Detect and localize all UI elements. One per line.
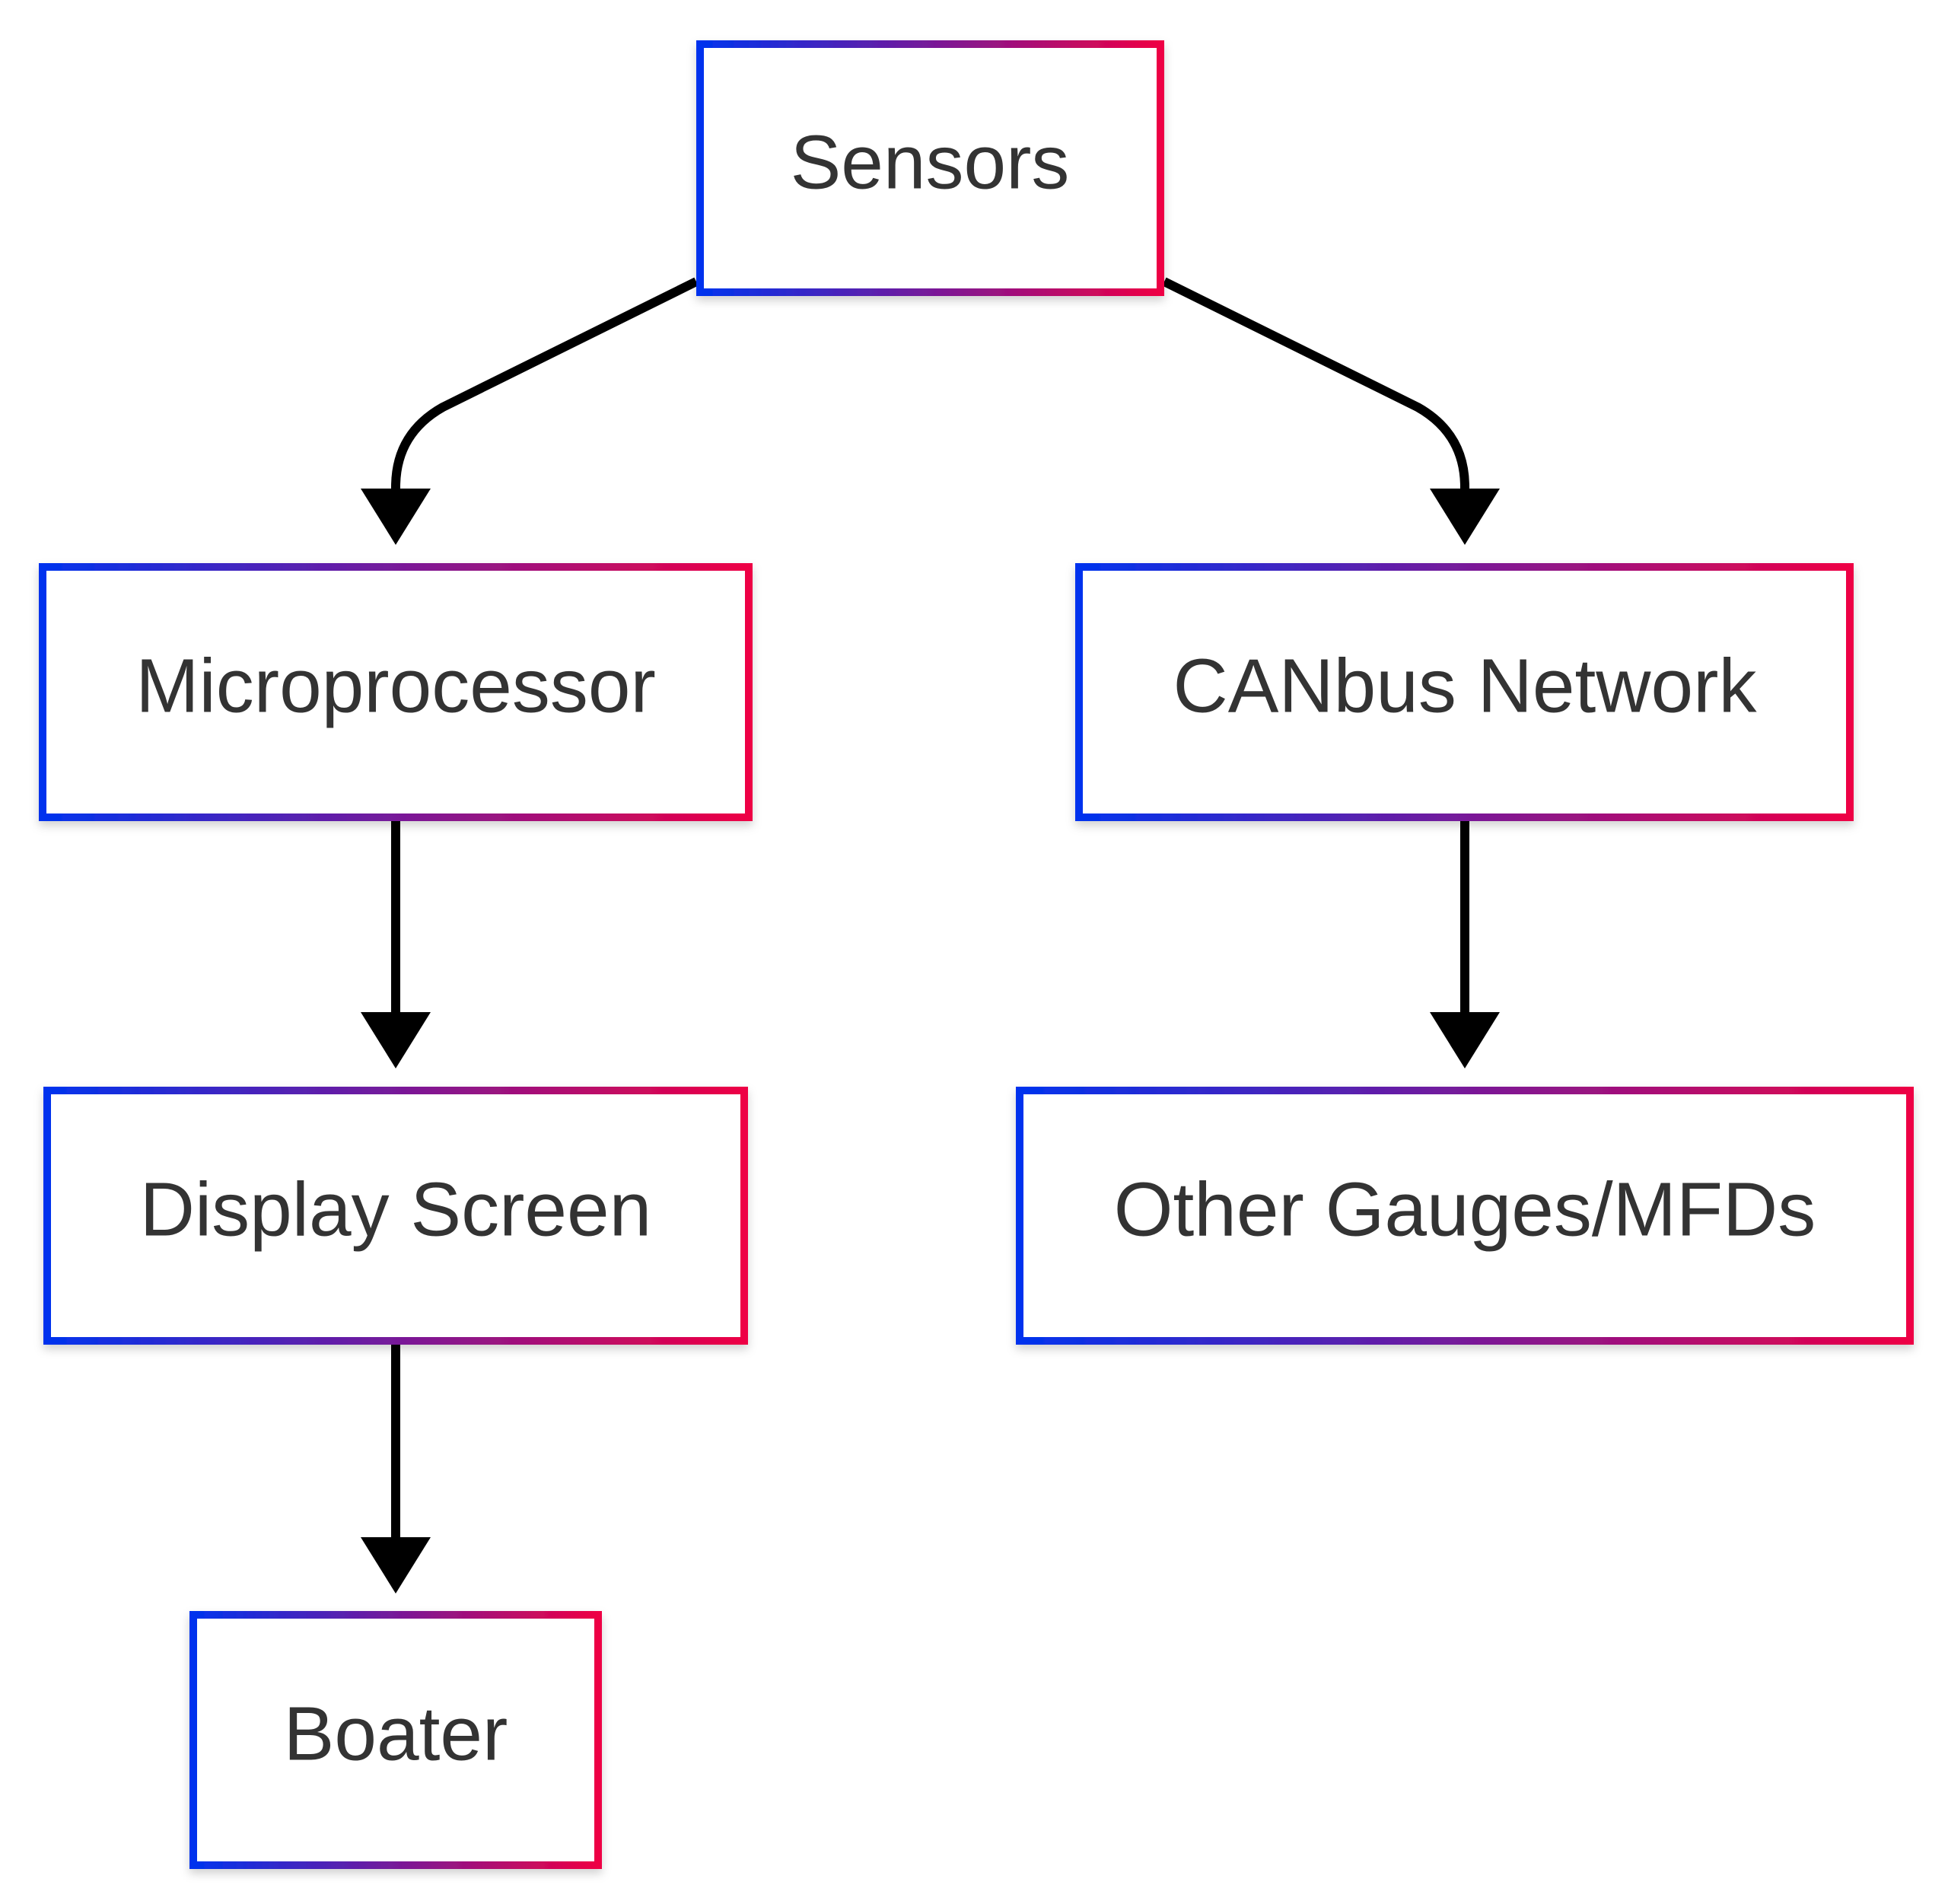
edge-sensors-to-canbus [1162,277,1500,545]
edge-canbus-to-gauges [1430,819,1500,1068]
node-display[interactable]: Display Screen [43,1087,748,1345]
node-sensors[interactable]: Sensors [696,40,1164,296]
arrowhead-icon [1430,1012,1500,1068]
node-label: Microprocessor [135,643,656,728]
edge-display-to-boater [361,1343,431,1594]
edge-line [1162,277,1469,496]
node-gauges[interactable]: Other Gauges/MFDs [1016,1087,1914,1345]
edge-microprocessor-to-display [361,819,431,1068]
node-boater[interactable]: Boater [189,1611,602,1869]
arrowhead-icon [361,489,431,545]
edge-sensors-to-microprocessor [361,277,699,545]
node-label: Other Gauges/MFDs [1114,1167,1816,1252]
node-label: Display Screen [140,1167,652,1252]
node-label: Sensors [791,119,1070,205]
node-label: CANbus Network [1173,643,1758,728]
edge-line [391,277,699,496]
nodes: Sensors Microprocessor CANbus Network Di… [39,40,1914,1869]
arrowhead-icon [361,1012,431,1068]
node-label: Boater [284,1691,508,1776]
edges [361,277,1500,1594]
node-microprocessor[interactable]: Microprocessor [39,563,753,821]
arrowhead-icon [1430,489,1500,545]
arrowhead-icon [361,1537,431,1594]
node-canbus[interactable]: CANbus Network [1075,563,1854,821]
